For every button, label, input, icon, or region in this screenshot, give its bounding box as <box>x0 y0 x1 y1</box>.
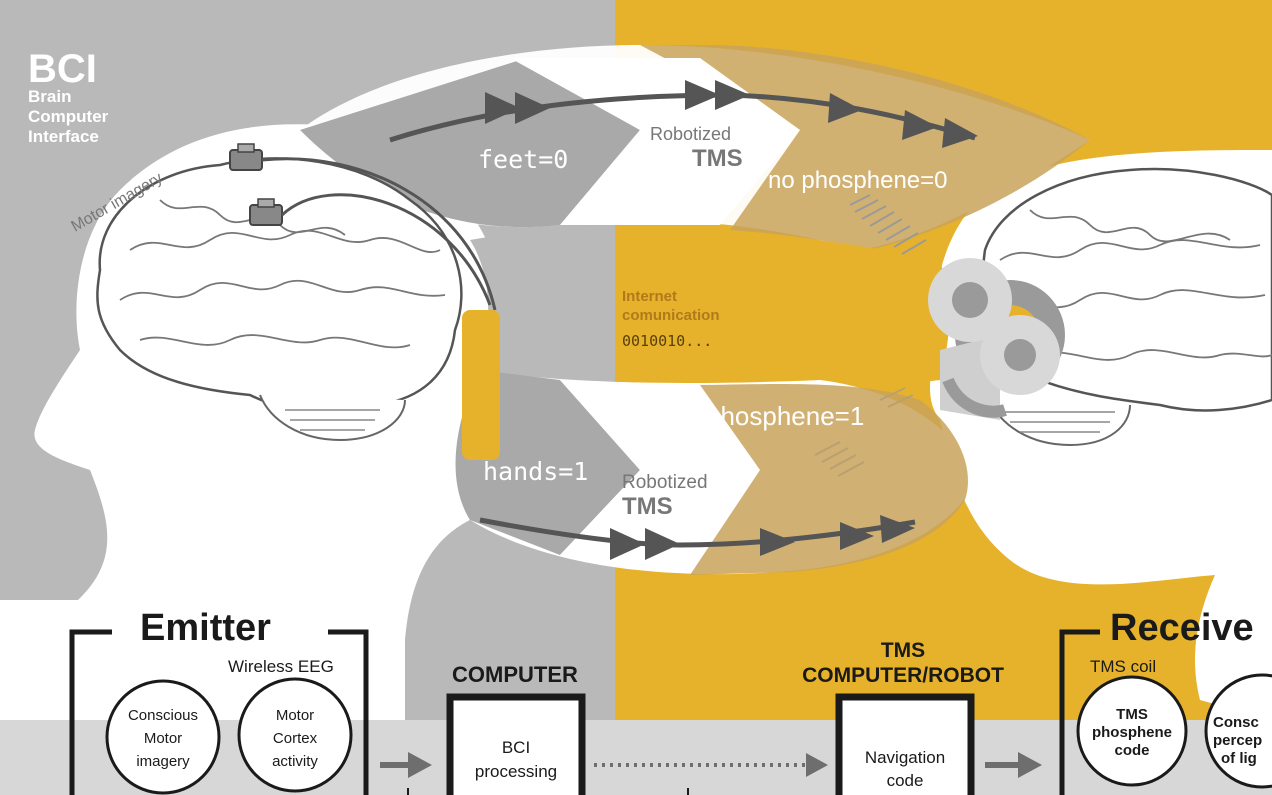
internet-band-gold <box>615 226 950 389</box>
bci-processing-box <box>446 693 586 795</box>
arrow-emitter-to-computer <box>380 752 432 778</box>
internet-band-gray <box>470 226 615 385</box>
tms-computer-section: TMS COMPUTER/ROBOT Navigation code <box>802 639 1004 795</box>
receiver-circle1-line1: TMS <box>1116 706 1148 723</box>
phosphene-label: phosphene=1 <box>706 401 864 431</box>
tms-computer-title-1: TMS <box>881 639 925 662</box>
comunication-label: comunication <box>622 307 720 324</box>
bci-processing-line1: BCI <box>502 738 530 757</box>
emitter-title: Emitter <box>140 607 271 649</box>
circle1-line1: Conscious <box>128 707 198 724</box>
robotized-bottom-label: Robotized <box>622 472 708 493</box>
computer-section: COMPUTER BCI processing <box>446 662 586 795</box>
computer-title: COMPUTER <box>452 662 578 687</box>
conscious-motor-imagery-circle <box>105 679 221 795</box>
bottom-gray-chevron <box>455 370 640 555</box>
hatch-marks-bottom <box>814 387 914 477</box>
bci-title: BCI <box>28 47 97 91</box>
no-phosphene-label: no phosphene=0 <box>768 167 948 194</box>
bci-line-3: Interface <box>28 127 99 146</box>
tms-coil-icon <box>928 258 1065 420</box>
bci-line-1: Brain <box>28 87 71 106</box>
circle2-line1: Motor <box>276 707 314 724</box>
tms-phosphene-code-circle <box>1076 675 1188 787</box>
tms-top-label: TMS <box>692 145 743 172</box>
bci-line-2: Computer <box>28 107 109 126</box>
wireless-eeg-device <box>462 310 500 460</box>
emitter-section: Emitter Wireless EEG Conscious Motor ima… <box>69 607 409 795</box>
navigation-code-line2: code <box>887 771 924 790</box>
conscious-perception-circle <box>1204 673 1272 789</box>
central-gray-blob <box>405 520 615 720</box>
circle1-line3: imagery <box>136 753 190 770</box>
wireless-eeg-label: Wireless EEG <box>228 657 334 676</box>
bottom-white-chevron <box>560 380 760 555</box>
receiver-circle1-line3: code <box>1114 742 1149 759</box>
circle2-line3: activity <box>272 753 318 770</box>
circle1-line2: Motor <box>144 730 182 747</box>
internet-label: Internet <box>622 288 677 305</box>
receiver-circle2-line2: percep <box>1213 732 1262 749</box>
navigation-code-box <box>835 693 975 795</box>
navigation-code-line1: Navigation <box>865 748 945 767</box>
tms-computer-title-2: COMPUTER/ROBOT <box>802 664 1004 687</box>
bottom-arrow-path <box>479 515 916 560</box>
hatch-marks-top <box>849 194 927 255</box>
robotized-top-label: Robotized <box>650 124 731 144</box>
emitter-brain <box>96 157 463 442</box>
receiver-title: Receive <box>1110 607 1254 649</box>
tms-bottom-label: TMS <box>622 493 673 520</box>
circle2-line2: Cortex <box>273 730 318 747</box>
receiver-section: Receive TMS coil TMS phosphene code Cons… <box>1059 607 1272 795</box>
tms-coil-label: TMS coil <box>1090 657 1156 676</box>
eeg-electrodes <box>229 143 497 311</box>
feet-label: feet=0 <box>478 145 568 174</box>
dotted-arrow-internet <box>594 753 828 795</box>
arrow-tms-to-receiver <box>985 752 1042 778</box>
top-arrow-path <box>389 80 978 148</box>
receiver-circle2-line1: Consc <box>1213 714 1259 731</box>
bits-label: 0010010... <box>622 332 712 350</box>
bci-processing-line2: processing <box>475 762 557 781</box>
motor-cortex-activity-circle <box>237 677 353 793</box>
receiver-circle1-line2: phosphene <box>1092 724 1172 741</box>
receiver-circle2-line3: of lig <box>1221 750 1257 767</box>
hands-label: hands=1 <box>483 457 588 486</box>
